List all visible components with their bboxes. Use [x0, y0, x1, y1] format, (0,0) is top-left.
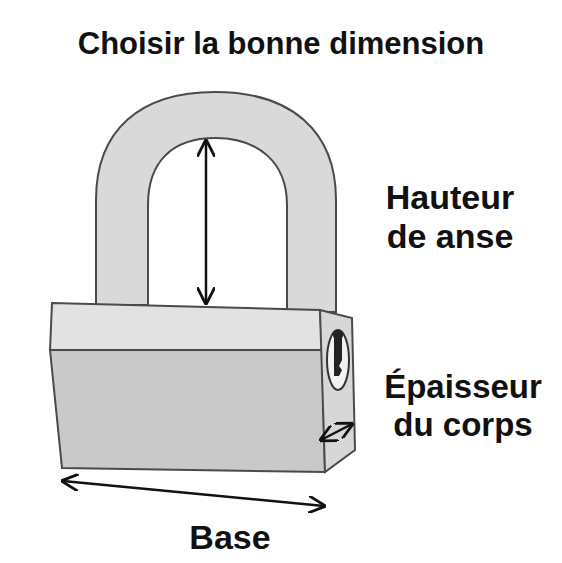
keyhole-ring	[327, 330, 349, 390]
body-side	[320, 310, 355, 472]
shackle	[96, 92, 336, 312]
diagram-title: Choisir la bonne dimension	[4, 26, 558, 62]
thickness-arrow	[321, 424, 352, 440]
dimension-label: Hauteur de anse	[362, 178, 538, 256]
dimension-label: Base	[130, 518, 330, 557]
base-arrow	[63, 481, 324, 506]
body-front	[50, 350, 325, 472]
dimension-label: Épaisseur du corps	[370, 368, 556, 444]
keyway	[333, 330, 343, 376]
height-arrow	[205, 141, 208, 303]
body-top	[50, 303, 322, 350]
